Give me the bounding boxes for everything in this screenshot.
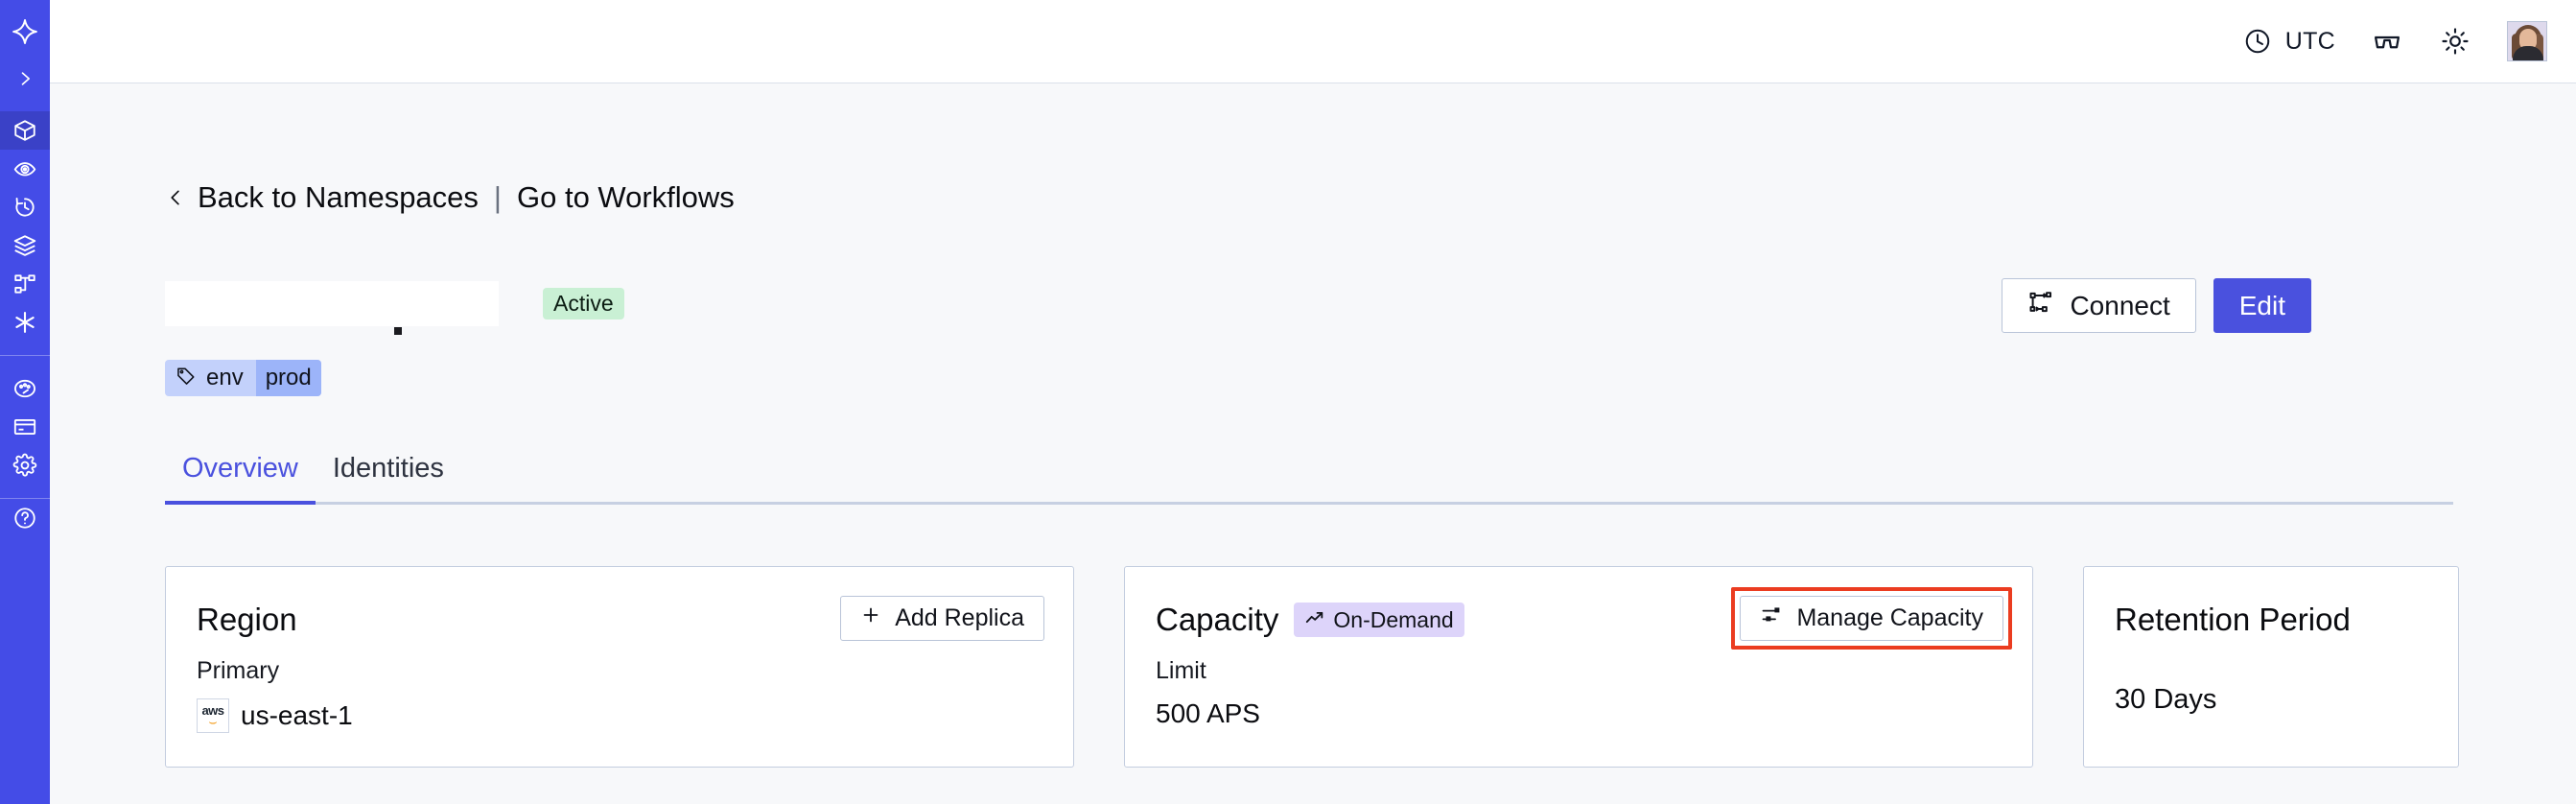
- sidebar-item-usage[interactable]: [0, 369, 50, 408]
- tag-env[interactable]: env prod: [165, 360, 321, 396]
- edit-button-label: Edit: [2238, 290, 2285, 320]
- top-bar: UTC: [50, 0, 2576, 83]
- asterisk-icon: [12, 309, 38, 336]
- sidebar-item-help[interactable]: [0, 499, 50, 537]
- timezone-selector[interactable]: UTC: [2241, 25, 2335, 58]
- add-replica-label: Add Replica: [895, 604, 1024, 631]
- avatar[interactable]: [2507, 21, 2547, 61]
- sidebar-item-schedules[interactable]: [0, 188, 50, 226]
- page-title: [165, 281, 499, 326]
- status-badge: Active: [543, 288, 624, 319]
- sidebar-item-integrations[interactable]: [0, 303, 50, 342]
- glasses-icon[interactable]: [2371, 25, 2403, 58]
- sidebar-item-settings[interactable]: [0, 446, 50, 485]
- tab-overview[interactable]: Overview: [165, 453, 316, 505]
- timezone-label: UTC: [2284, 27, 2335, 55]
- topbar-actions: UTC: [2241, 21, 2547, 61]
- sidebar-item-workflows[interactable]: [0, 265, 50, 303]
- avatar-hair-right: [2534, 34, 2543, 60]
- trend-up-icon: [1304, 607, 1325, 632]
- tag-icon: [176, 366, 197, 391]
- avatar-hair-left: [2512, 34, 2520, 60]
- region-card-title: Region: [197, 602, 297, 637]
- sidebar-item-namespaces[interactable]: [0, 111, 50, 150]
- region-card-action: Add Replica: [840, 596, 1044, 641]
- gear-icon: [12, 453, 37, 478]
- breadcrumb-workflows-link[interactable]: Go to Workflows: [516, 180, 735, 214]
- overview-cards: Region Primary aws ⌣ us-east-1 Add Repli…: [165, 566, 2459, 768]
- region-card: Region Primary aws ⌣ us-east-1 Add Repli…: [165, 566, 1074, 768]
- plus-icon: [860, 604, 881, 632]
- credit-card-icon: [12, 414, 37, 439]
- clock-icon: [2241, 25, 2274, 58]
- capacity-limit-label: Limit: [1156, 657, 1206, 684]
- retention-card: Retention Period 30 Days: [2083, 566, 2459, 768]
- tags-row: env prod: [165, 360, 321, 396]
- connect-flow-icon: [2027, 289, 2054, 322]
- tab-identities[interactable]: Identities: [316, 453, 461, 502]
- capacity-card-title: Capacity On-Demand: [1156, 602, 2003, 638]
- layers-icon: [12, 233, 37, 258]
- manage-capacity-highlight: Manage Capacity: [1731, 587, 2012, 650]
- breadcrumb-back-link[interactable]: Back to Namespaces: [198, 180, 479, 214]
- header-actions: Connect Edit: [2002, 278, 2311, 333]
- region-primary-label: Primary: [197, 657, 280, 684]
- sidebar-item-nexus[interactable]: [0, 226, 50, 265]
- cube-icon: [12, 118, 37, 143]
- add-replica-button[interactable]: Add Replica: [840, 596, 1044, 641]
- sidebar-item-logo[interactable]: [0, 8, 50, 56]
- chevron-left-icon[interactable]: [165, 181, 186, 214]
- sliders-icon: [1760, 603, 1783, 633]
- edit-button[interactable]: Edit: [2213, 278, 2311, 333]
- temporal-logo-icon: [11, 17, 39, 46]
- eye-icon: [12, 156, 37, 181]
- clock-history-icon: [12, 195, 37, 220]
- sidebar: [0, 0, 50, 804]
- breadcrumb-separator: |: [493, 180, 502, 214]
- tab-overview-label: Overview: [182, 453, 298, 484]
- namespace-header-row: Active Connect Edit: [165, 278, 2419, 341]
- sidebar-item-observability[interactable]: [0, 150, 50, 188]
- sidebar-divider-bottom: [0, 498, 50, 499]
- title-redaction-mark: [394, 327, 402, 335]
- sidebar-collapse-button[interactable]: [0, 59, 50, 98]
- retention-value: 30 Days: [2115, 684, 2217, 715]
- avatar-body: [2513, 46, 2543, 60]
- sidebar-divider: [0, 355, 50, 356]
- capacity-mode-label: On-Demand: [1333, 606, 1454, 632]
- gauge-icon: [12, 376, 37, 401]
- capacity-title-text: Capacity: [1156, 602, 1279, 637]
- tab-identities-label: Identities: [332, 453, 444, 484]
- capacity-mode-pill: On-Demand: [1294, 603, 1464, 637]
- manage-capacity-button[interactable]: Manage Capacity: [1740, 596, 2003, 641]
- sun-icon[interactable]: [2439, 25, 2471, 58]
- workflow-graph-icon: [12, 272, 37, 296]
- help-circle-icon: [12, 506, 37, 531]
- avatar-face: [2519, 29, 2537, 50]
- capacity-card: Capacity On-Demand Limit 500 APS: [1124, 566, 2033, 768]
- chevron-right-icon: [15, 69, 35, 88]
- region-value-row: aws ⌣ us-east-1: [197, 698, 1044, 733]
- region-value: us-east-1: [241, 700, 353, 730]
- capacity-limit-value: 500 APS: [1156, 698, 1260, 728]
- connect-button[interactable]: Connect: [2002, 278, 2196, 333]
- connect-button-label: Connect: [2070, 290, 2170, 320]
- tag-key: env: [206, 365, 244, 390]
- manage-capacity-label: Manage Capacity: [1796, 604, 1983, 631]
- tabs: Overview Identities: [165, 443, 2453, 505]
- tag-value: prod: [255, 360, 321, 396]
- retention-card-title: Retention Period: [2115, 602, 2351, 637]
- breadcrumb: Back to Namespaces | Go to Workflows: [165, 180, 735, 215]
- sidebar-item-billing[interactable]: [0, 408, 50, 446]
- aws-logo-icon: aws ⌣: [197, 698, 229, 733]
